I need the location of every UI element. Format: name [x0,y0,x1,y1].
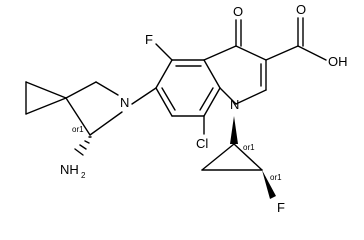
oxo-group [235,19,242,47]
fluoro-bond [155,43,173,61]
pyridone-ring [203,45,267,105]
amine-bond [131,87,157,105]
cp-fluoro-wedge [262,170,276,199]
oxo-oxygen-label: O [233,4,243,19]
cp-n-stereo-tag: or1 [243,143,255,152]
cp-f-stereo-tag: or1 [270,173,282,182]
amine-nitrogen-label: N [120,95,129,110]
amino-label: NH [60,162,79,177]
amino-wedge [74,136,92,156]
benzene-ring [155,59,221,117]
acid-carbonyl-oxygen-label: O [296,2,306,17]
chloro-label: Cl [196,136,208,151]
spiro-stereo-tag: or1 [72,125,84,134]
molecule-structure: N O O OH F Cl N or1 NH 2 [25,2,348,215]
acid-hydroxyl-label: OH [328,54,348,69]
n-cyclopropyl-wedge [230,116,238,144]
ring-nitrogen-label: N [230,97,239,112]
fluoro-ring-label: F [145,32,153,47]
amino-subscript: 2 [81,171,86,180]
carboxylic-acid-group [265,17,327,61]
azaspiro-ring [25,81,123,136]
cyclopropyl-ring [201,143,263,171]
fluoro-cyclopropyl-label: F [277,200,285,215]
